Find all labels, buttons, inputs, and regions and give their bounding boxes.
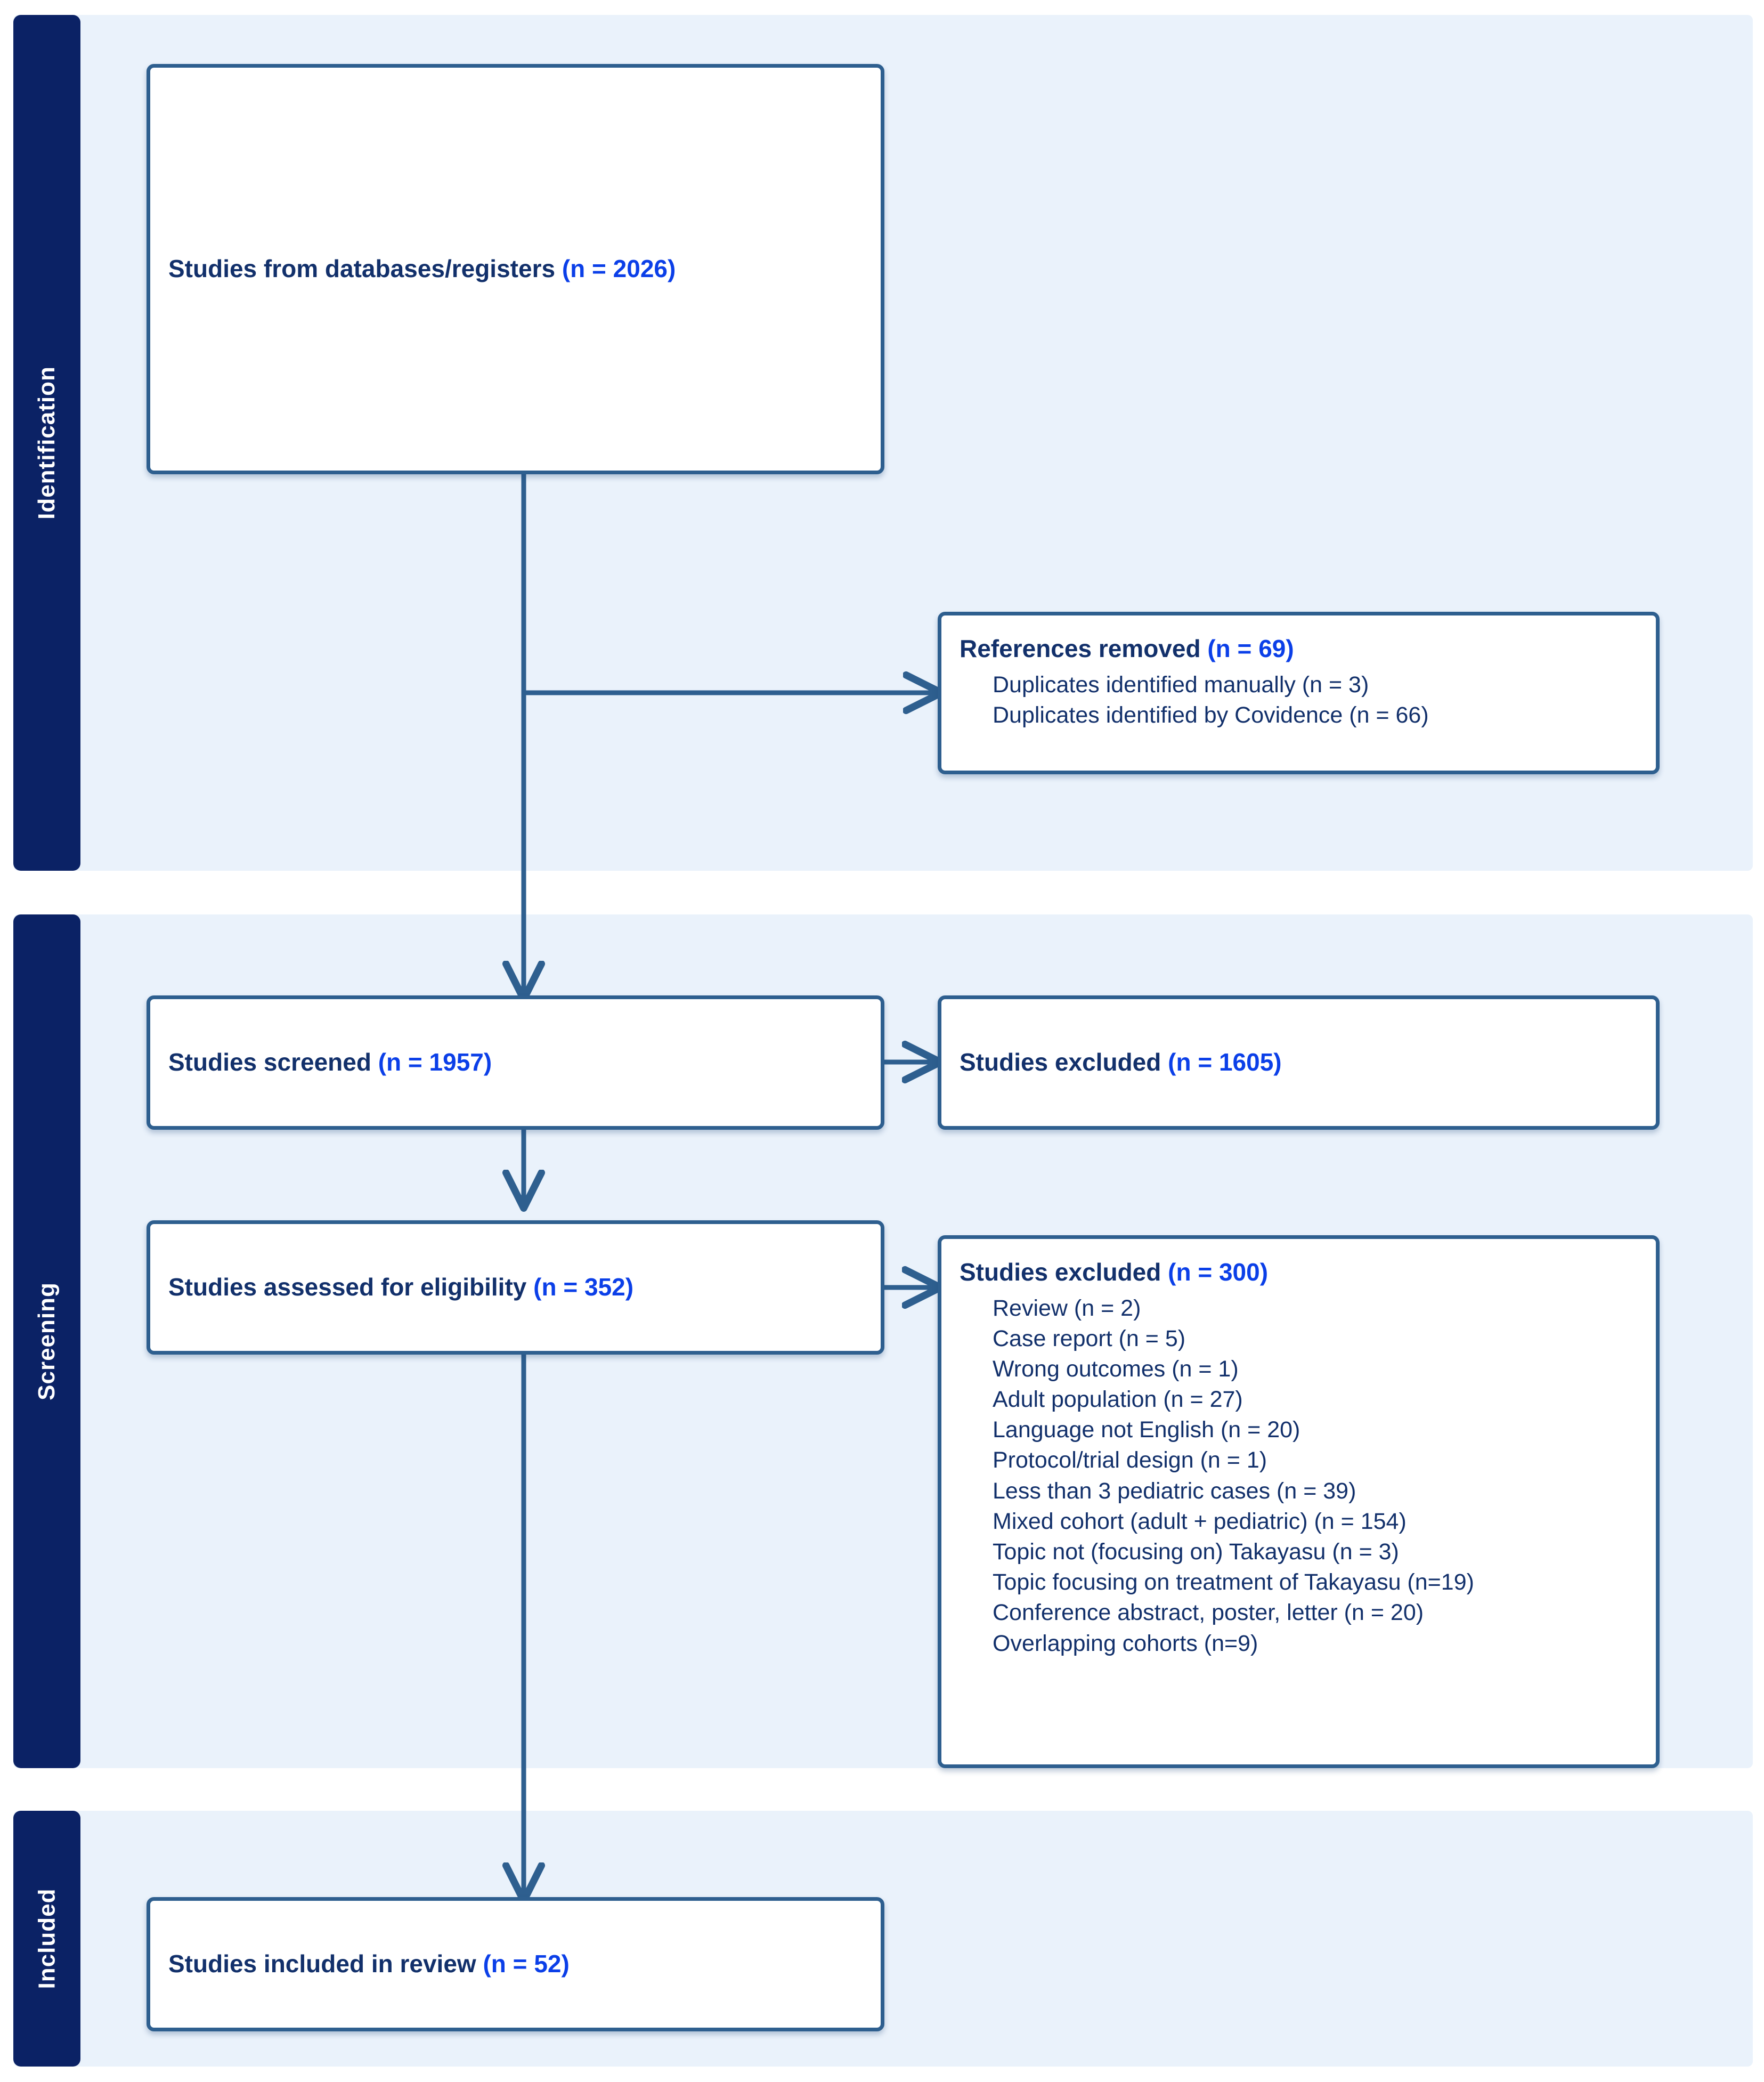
references-removed-list: Duplicates identified manually (n = 3) D…	[960, 670, 1640, 731]
node-label-references-removed: References removed	[960, 635, 1201, 662]
node-studies-assessed-eligibility: Studies assessed for eligibility (n = 35…	[147, 1220, 884, 1355]
list-item: Conference abstract, poster, letter (n =…	[993, 1600, 1424, 1626]
stage-bar-screening: Screening	[13, 914, 80, 1768]
node-studies-from-databases: Studies from databases/registers (n = 20…	[147, 64, 884, 474]
node-title-screened-excluded: Studies excluded (n = 1605)	[960, 1047, 1640, 1078]
node-title-eligibility-excluded: Studies excluded (n = 300)	[960, 1257, 1640, 1288]
stage-label-screening: Screening	[34, 1282, 60, 1400]
list-item: Duplicates identified manually (n = 3)	[993, 671, 1369, 698]
node-title-databases: Studies from databases/registers (n = 20…	[168, 254, 865, 285]
list-item: Duplicates identified by Covidence (n = …	[993, 702, 1429, 728]
node-count-eligibility-excluded: (n = 300)	[1168, 1258, 1269, 1286]
list-item: Mixed cohort (adult + pediatric) (n = 15…	[993, 1508, 1407, 1534]
node-title-references-removed: References removed (n = 69)	[960, 634, 1640, 665]
node-title-included: Studies included in review (n = 52)	[168, 1949, 865, 1980]
stage-label-identification: Identification	[34, 366, 60, 520]
list-item: Less than 3 pediatric cases (n = 39)	[993, 1478, 1356, 1504]
node-count-references-removed: (n = 69)	[1207, 635, 1294, 662]
eligibility-excluded-list: Review (n = 2) Case report (n = 5) Wrong…	[960, 1293, 1640, 1659]
node-count-screened-excluded: (n = 1605)	[1168, 1048, 1282, 1076]
node-label-eligibility-excluded: Studies excluded	[960, 1258, 1161, 1286]
list-item: Adult population (n = 27)	[993, 1387, 1243, 1413]
node-label-screened-excluded: Studies excluded	[960, 1048, 1161, 1076]
node-studies-included: Studies included in review (n = 52)	[147, 1897, 884, 2031]
list-item: Topic not (focusing on) Takayasu (n = 3)	[993, 1539, 1399, 1565]
node-studies-screened: Studies screened (n = 1957)	[147, 995, 884, 1130]
node-count-screened: (n = 1957)	[378, 1048, 492, 1076]
list-item: Wrong outcomes (n = 1)	[993, 1356, 1239, 1382]
node-count-included: (n = 52)	[483, 1950, 570, 1978]
list-item: Review (n = 2)	[993, 1295, 1141, 1321]
list-item: Protocol/trial design (n = 1)	[993, 1447, 1267, 1473]
list-item: Topic focusing on treatment of Takayasu …	[993, 1569, 1474, 1595]
list-item: Case report (n = 5)	[993, 1325, 1186, 1351]
list-item: Overlapping cohorts (n=9)	[993, 1630, 1258, 1656]
node-label-included: Studies included in review	[168, 1950, 476, 1978]
stage-bar-included: Included	[13, 1811, 80, 2067]
node-studies-excluded-eligibility: Studies excluded (n = 300) Review (n = 2…	[938, 1235, 1660, 1768]
stage-label-included: Included	[34, 1888, 60, 1989]
stage-bar-identification: Identification	[13, 15, 80, 871]
node-title-screened: Studies screened (n = 1957)	[168, 1047, 865, 1078]
node-count-databases: (n = 2026)	[562, 255, 676, 283]
node-title-eligibility: Studies assessed for eligibility (n = 35…	[168, 1272, 865, 1303]
node-label-eligibility: Studies assessed for eligibility	[168, 1273, 527, 1301]
node-references-removed: References removed (n = 69) Duplicates i…	[938, 612, 1660, 774]
node-count-eligibility: (n = 352)	[533, 1273, 634, 1301]
node-label-databases: Studies from databases/registers	[168, 255, 556, 283]
node-studies-excluded-screening: Studies excluded (n = 1605)	[938, 995, 1660, 1130]
list-item: Language not English (n = 20)	[993, 1417, 1300, 1443]
node-label-screened: Studies screened	[168, 1048, 371, 1076]
